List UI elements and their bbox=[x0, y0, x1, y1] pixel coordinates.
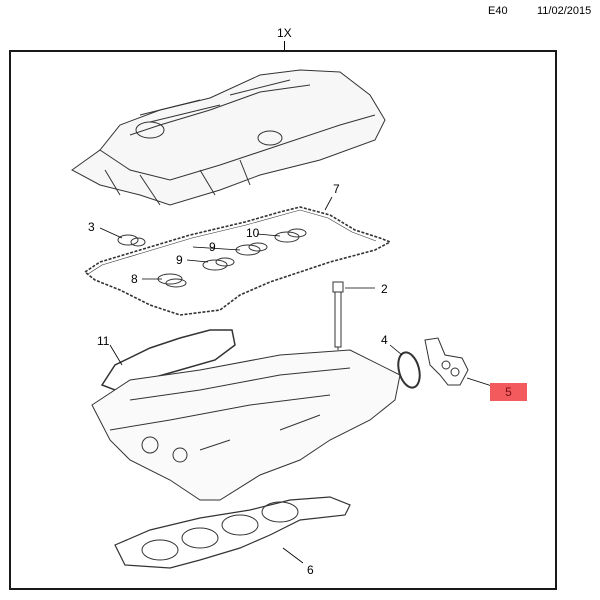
leader-lines bbox=[99, 196, 493, 564]
callout-11[interactable]: 11 bbox=[97, 334, 110, 348]
seal-9b[interactable] bbox=[235, 242, 268, 256]
callout-9b[interactable]: 9 bbox=[176, 253, 183, 267]
callout-8[interactable]: 8 bbox=[131, 272, 138, 286]
callout-2[interactable]: 2 bbox=[381, 282, 388, 296]
assembly-frame bbox=[9, 50, 557, 590]
seal-9a[interactable] bbox=[202, 257, 235, 271]
callout-9a[interactable]: 9 bbox=[209, 240, 216, 254]
o-ring-seal[interactable] bbox=[395, 350, 424, 390]
seal-8[interactable] bbox=[157, 273, 187, 288]
seal-10[interactable] bbox=[274, 228, 307, 243]
diagram-date: 11/02/2015 bbox=[537, 5, 592, 17]
cylinder-head[interactable] bbox=[91, 349, 401, 501]
assembly-quantity-tick bbox=[284, 41, 285, 51]
assembly-quantity: 1X bbox=[277, 26, 292, 40]
callout-5-highlighted[interactable]: 5 bbox=[490, 383, 527, 401]
callout-6[interactable]: 6 bbox=[307, 563, 314, 577]
callout-7[interactable]: 7 bbox=[333, 182, 340, 196]
callout-3[interactable]: 3 bbox=[88, 220, 95, 234]
valve-cover[interactable] bbox=[71, 69, 386, 206]
callout-4[interactable]: 4 bbox=[381, 333, 388, 347]
seal-3[interactable] bbox=[117, 234, 146, 247]
diagram-code: E40 bbox=[488, 5, 508, 17]
callout-10[interactable]: 10 bbox=[246, 226, 260, 240]
cylinder-head-bolt[interactable] bbox=[332, 281, 344, 375]
housing-gasket[interactable] bbox=[424, 337, 469, 386]
cylinder-head-gasket[interactable] bbox=[114, 496, 351, 569]
valve-cover-gasket[interactable] bbox=[83, 206, 392, 316]
